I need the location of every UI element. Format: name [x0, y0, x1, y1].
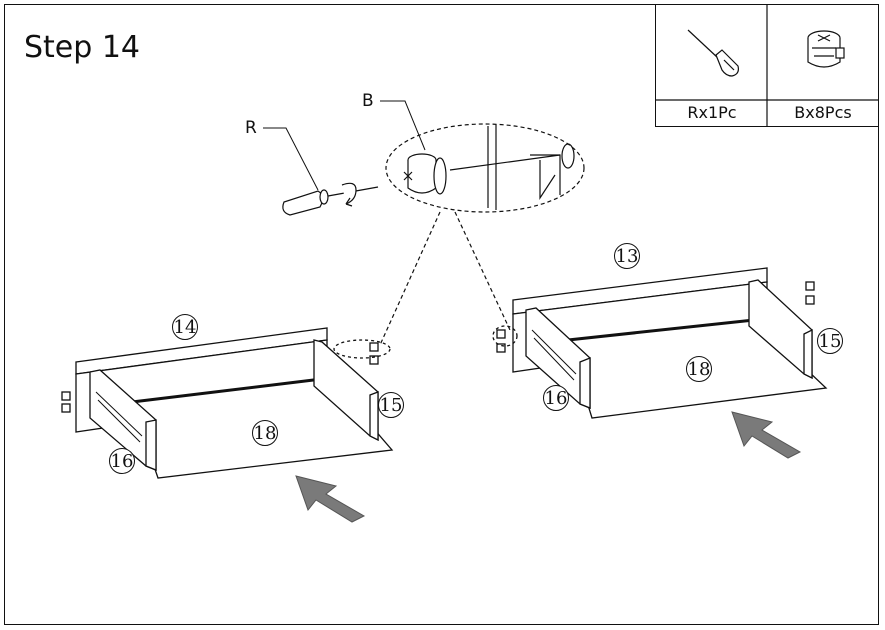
part-number-16-right: 16 [543, 385, 569, 411]
callout-b: B [362, 91, 374, 111]
cam-lock-icon [807, 30, 845, 68]
screwdriver-icon [687, 29, 739, 77]
part-number-15-right: 15 [817, 328, 843, 354]
left-drawer [61, 327, 394, 479]
insert-arrow-right [731, 411, 802, 459]
parts-label-cam-lock: Bx8Pcs [794, 103, 852, 122]
parts-label-screwdriver: Rx1Pc [687, 103, 737, 122]
part-number-15-left: 15 [378, 392, 404, 418]
part-number-18-left: 18 [252, 420, 278, 446]
step-title: Step 14 [24, 30, 141, 65]
zoom-detail [379, 123, 585, 346]
part-number-18-right: 18 [686, 356, 712, 382]
insert-arrow-left [295, 475, 366, 523]
callout-r: R [245, 118, 257, 138]
screwdriver-illustration [282, 182, 379, 216]
page-frame [4, 4, 879, 625]
part-number-14: 14 [172, 314, 198, 340]
right-drawer [492, 267, 828, 419]
part-number-13: 13 [614, 243, 640, 269]
part-number-16-left: 16 [109, 448, 135, 474]
